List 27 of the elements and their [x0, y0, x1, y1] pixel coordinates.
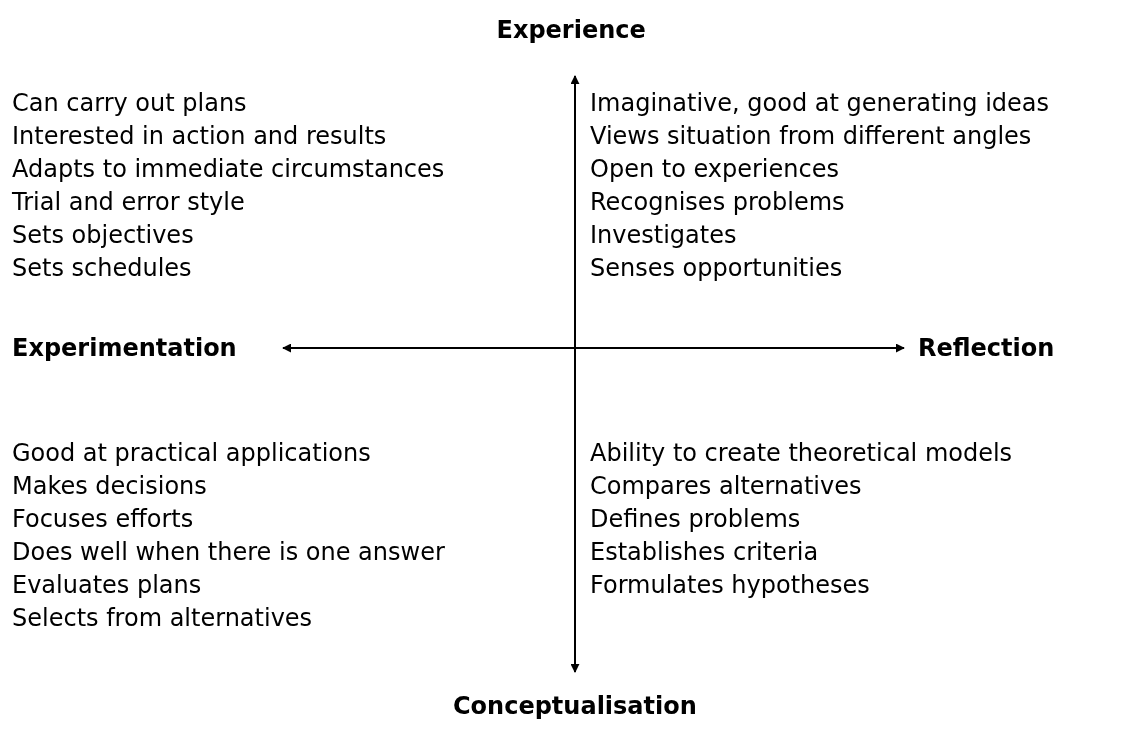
trait-text: Trial and error style	[12, 187, 245, 218]
trait-text: Evaluates plans	[12, 570, 202, 601]
axis-label: Experimentation	[12, 333, 237, 364]
trait-text: Interested in action and results	[12, 121, 387, 152]
trait-text: Adapts to immediate circumstances	[12, 154, 445, 185]
trait-text: Selects from alternatives	[12, 603, 313, 634]
trait-text: Views situation from different angles	[590, 121, 1032, 152]
trait-text: Good at practical applications	[12, 438, 371, 469]
trait-text: Sets objectives	[12, 220, 194, 251]
axis-label: Reflection	[918, 333, 1055, 364]
trait-text: Compares alternatives	[590, 471, 862, 502]
trait-text: Does well when there is one answer	[12, 537, 445, 568]
trait-text: Makes decisions	[12, 471, 207, 502]
trait-text: Investigates	[590, 220, 737, 251]
trait-text: Ability to create theoretical models	[590, 438, 1013, 469]
trait-text: Sets schedules	[12, 253, 192, 284]
trait-text: Recognises problems	[590, 187, 845, 218]
trait-text: Focuses efforts	[12, 504, 194, 535]
trait-text: Can carry out plans	[12, 88, 247, 119]
trait-text: Open to experiences	[590, 154, 839, 185]
trait-text: Formulates hypotheses	[590, 570, 870, 601]
axis-label: Conceptualisation	[453, 691, 697, 722]
trait-text: Imaginative, good at generating ideas	[590, 88, 1050, 119]
trait-text: Establishes criteria	[590, 537, 819, 568]
trait-text: Defines problems	[590, 504, 801, 535]
trait-text: Senses opportunities	[590, 253, 843, 284]
axis-label: Experience	[496, 15, 646, 46]
